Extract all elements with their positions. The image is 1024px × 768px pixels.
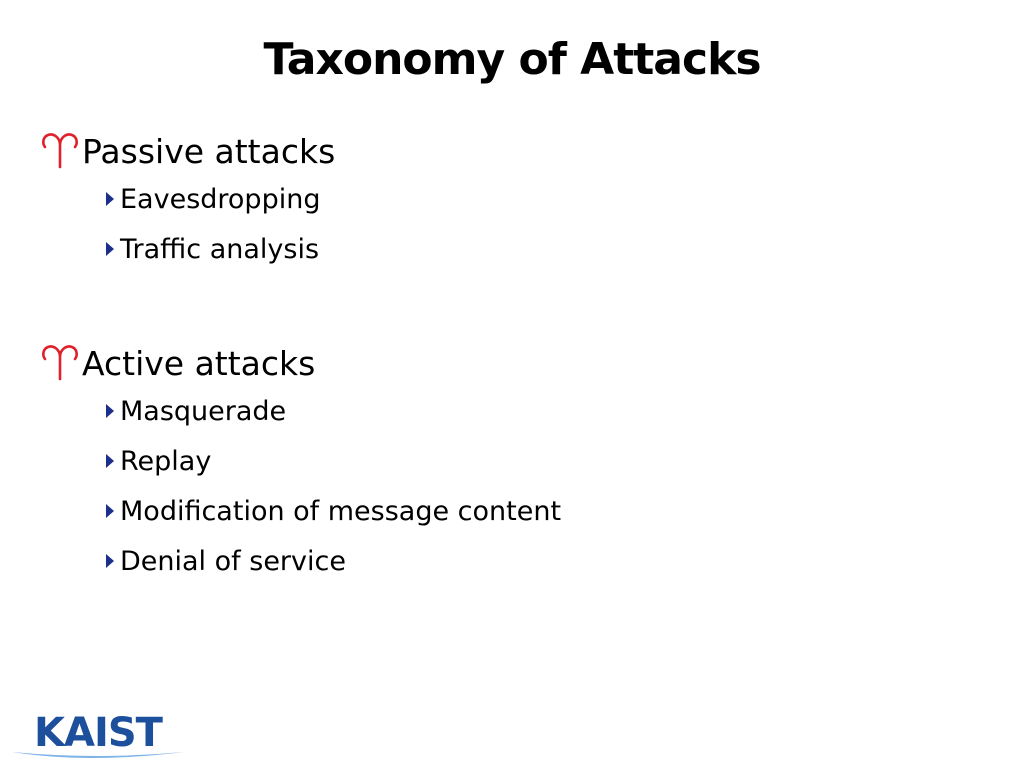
logo-text: KAIST (34, 710, 164, 756)
section-heading: Passive attacks (82, 131, 336, 171)
triangle-right-icon (100, 401, 120, 421)
list-item-label: Replay (120, 445, 212, 477)
slide-title: Taxonomy of Attacks (263, 34, 761, 85)
list-item: Masquerade (38, 386, 998, 436)
list-item-label: Masquerade (120, 395, 287, 427)
section-passive-attacks: Passive attacks Eavesdropping Traffic an… (38, 128, 998, 274)
kaist-logo: KAIST (8, 702, 188, 764)
logo-swoosh (12, 752, 184, 758)
triangle-right-icon (100, 189, 120, 209)
aries-symbol-icon (38, 131, 82, 171)
list-item: Denial of service (38, 536, 998, 586)
list-item-label: Modification of message content (120, 495, 562, 527)
list-item: Traffic analysis (38, 224, 998, 274)
list-item: Eavesdropping (38, 174, 998, 224)
list-item-label: Denial of service (120, 545, 346, 577)
list-item: Replay (38, 436, 998, 486)
bullet-level1: Active attacks (38, 340, 998, 386)
list-item: Modification of message content (38, 486, 998, 536)
triangle-right-icon (100, 239, 120, 259)
bullet-level1: Passive attacks (38, 128, 998, 174)
section-active-attacks: Active attacks Masquerade Replay Modific… (38, 340, 998, 586)
triangle-right-icon (100, 551, 120, 571)
section-heading: Active attacks (82, 343, 316, 383)
triangle-right-icon (100, 501, 120, 521)
aries-symbol-icon (38, 343, 82, 383)
triangle-right-icon (100, 451, 120, 471)
list-item-label: Traffic analysis (120, 233, 320, 265)
list-item-label: Eavesdropping (120, 183, 321, 215)
